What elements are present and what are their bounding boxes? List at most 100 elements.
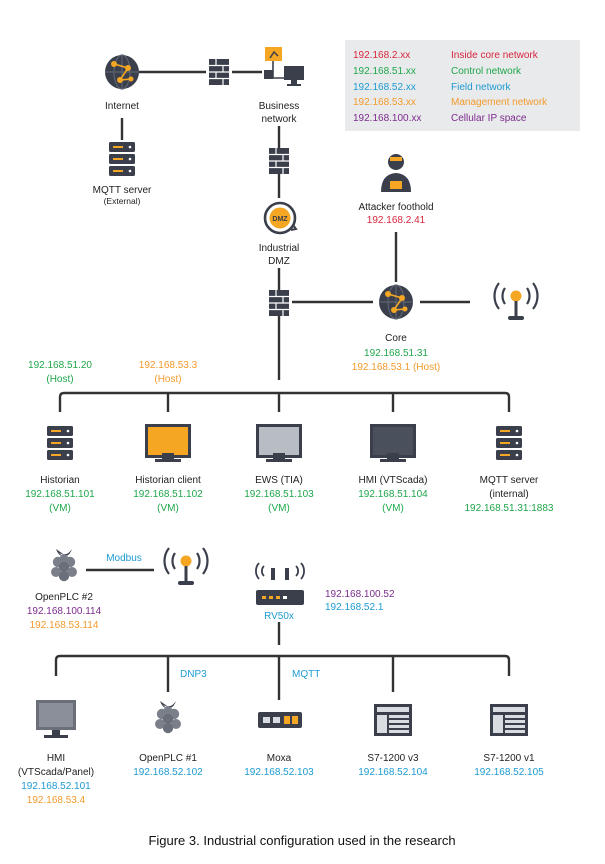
moxa-ip: 192.168.52.103 (244, 767, 314, 778)
monitor-icon (145, 424, 191, 462)
ews-sub: (VM) (268, 503, 290, 514)
dmz-label-1: Industrial (259, 243, 300, 254)
rv50x-node: RV50x 192.168.100.52 192.168.52.1 (255, 562, 395, 622)
server-icon (109, 142, 135, 176)
historian-client-label: Historian client (135, 475, 201, 486)
s7-1200-v1-node: S7-1200 v1 192.168.52.105 (474, 704, 544, 778)
legend-ip-1: 192.168.2.xx (353, 50, 410, 61)
host-orange-ip: 192.168.53.3 (139, 360, 198, 371)
mqtt-protocol-label: MQTT (292, 669, 320, 680)
raspberry-pi-icon (155, 701, 181, 734)
globe-icon (104, 54, 140, 90)
host-green-ip: 192.168.51.20 (28, 360, 92, 371)
openplc1-ip: 192.168.52.102 (133, 767, 203, 778)
hmi-vt-ip: 192.168.51.104 (358, 489, 428, 500)
mqtt-ext-label-2: (External) (104, 196, 141, 206)
mqtt-int-ip: 192.168.51.31:1883 (465, 503, 554, 514)
attacker-icon (381, 154, 411, 192)
mqtt-int-label-1: MQTT server (480, 475, 539, 486)
industrial-dmz-node: DMZ Industrial DMZ (259, 201, 300, 267)
openplc2-ip-1: 192.168.100.114 (27, 606, 102, 617)
core-node: Core 192.168.51.31 192.168.53.1 (Host) (352, 284, 440, 373)
attacker-ip: 192.168.2.41 (367, 215, 426, 226)
control-bus (58, 391, 511, 412)
monitor-icon (370, 424, 416, 462)
legend-label-2: Control network (451, 66, 522, 77)
attacker-label: Attacker foothold (358, 202, 433, 213)
rv50x-ip-2: 192.168.52.1 (325, 602, 384, 613)
historian-client-sub: (VM) (157, 503, 179, 514)
business-network-node: Business network (259, 47, 304, 125)
field-bus (54, 654, 511, 676)
historian-label: Historian (40, 475, 79, 486)
antenna-icon (162, 546, 210, 585)
hmi-vt-label: HMI (VTScada) (359, 475, 428, 486)
historian-node: Historian 192.168.51.101 (VM) (25, 426, 95, 514)
dmz-label-2: DMZ (268, 256, 290, 267)
legend-label-4: Management network (451, 97, 548, 108)
dnp3-label: DNP3 (180, 669, 207, 680)
legend-ip-2: 192.168.51.xx (353, 66, 416, 77)
field-bus-drops (166, 656, 395, 700)
figure-caption: Figure 3. Industrial configuration used … (148, 833, 455, 848)
plc-icon (374, 704, 412, 736)
core-label: Core (385, 333, 407, 344)
monitor-icon (36, 700, 76, 738)
s7-1200-v3-node: S7-1200 v3 192.168.52.104 (358, 704, 428, 778)
openplc2-ip-2: 192.168.53.114 (30, 620, 99, 631)
connection-lines (54, 70, 511, 700)
server-icon (47, 426, 73, 460)
control-bus-drops (166, 393, 395, 412)
hmi-vt-sub: (VM) (382, 503, 404, 514)
server-icon (496, 426, 522, 460)
legend-label-1: Inside core network (451, 50, 539, 61)
monitor-icon (256, 424, 302, 462)
moxa-node: Moxa 192.168.52.103 (244, 712, 314, 778)
legend-ip-3: 192.168.52.xx (353, 82, 416, 93)
historian-sub: (VM) (49, 503, 71, 514)
attacker-foothold-node: Attacker foothold 192.168.2.41 (358, 154, 434, 226)
historian-ip: 192.168.51.101 (25, 489, 95, 500)
host-green-sub: (Host) (46, 374, 73, 385)
legend-ip-5: 192.168.100.xx (353, 113, 421, 124)
openplc1-label: OpenPLC #1 (139, 753, 197, 764)
modbus-label: Modbus (106, 553, 142, 564)
historian-client-ip: 192.168.51.102 (133, 489, 203, 500)
legend: 192.168.2.xx Inside core network 192.168… (345, 40, 580, 131)
mqtt-server-external-node: MQTT server (External) (93, 142, 152, 206)
ews-label: EWS (TIA) (255, 475, 303, 486)
host-labels: 192.168.51.20 (Host) 192.168.53.3 (Host) (28, 360, 198, 385)
internet-label: Internet (105, 101, 139, 112)
firewall-icon (268, 147, 290, 175)
hmi-panel-ip-2: 192.168.53.4 (27, 795, 86, 806)
legend-label-3: Field network (451, 82, 511, 93)
hmi-panel-label-1: HMI (47, 753, 65, 764)
moxa-gateway-icon (258, 712, 302, 728)
business-network-icon (264, 47, 304, 86)
openplc1-node: OpenPLC #1 192.168.52.102 (133, 701, 203, 778)
rv50x-label: RV50x (264, 611, 294, 622)
openplc2-node: OpenPLC #2 192.168.100.114 192.168.53.11… (27, 549, 102, 631)
s7-v3-ip: 192.168.52.104 (358, 767, 428, 778)
rv50x-ip-1: 192.168.100.52 (325, 589, 395, 600)
dmz-icon-text: DMZ (272, 216, 288, 223)
host-orange-sub: (Host) (154, 374, 181, 385)
router-icon (255, 562, 305, 605)
hmi-panel-node: HMI (VTScada/Panel) 192.168.52.101 192.1… (18, 700, 94, 806)
plc-icon (490, 704, 528, 736)
mqtt-ext-label-1: MQTT server (93, 185, 152, 196)
hmi-panel-ip-1: 192.168.52.101 (21, 781, 91, 792)
s7-v1-ip: 192.168.52.105 (474, 767, 544, 778)
firewall-icon (268, 289, 290, 317)
dmz-icon: DMZ (263, 201, 298, 235)
antenna-icon (492, 281, 540, 320)
globe-icon (378, 284, 414, 320)
s7-v3-label: S7-1200 v3 (367, 753, 419, 764)
ews-node: EWS (TIA) 192.168.51.103 (VM) (244, 424, 314, 514)
core-ip-2: 192.168.53.1 (Host) (352, 362, 440, 373)
moxa-label: Moxa (267, 753, 292, 764)
core-ip-1: 192.168.51.31 (364, 348, 428, 359)
s7-v1-label: S7-1200 v1 (483, 753, 535, 764)
raspberry-pi-icon (51, 549, 77, 582)
